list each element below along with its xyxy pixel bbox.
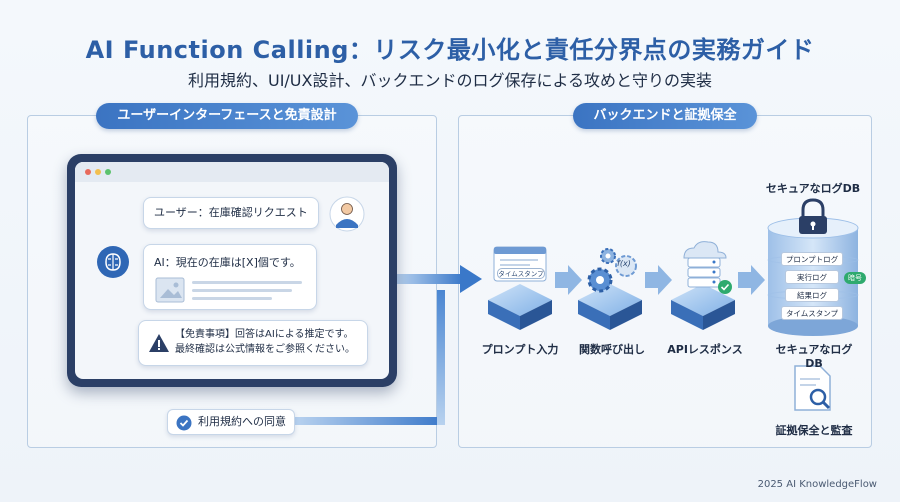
step-arrow-3 bbox=[738, 265, 765, 295]
tablet-to-backend-arrow-body bbox=[397, 274, 463, 284]
db-row-timestamp: タイムスタンプ bbox=[781, 306, 843, 320]
step-arrow-1 bbox=[555, 265, 582, 295]
ai-message-bubble: AI：現在の在庫は[X]個です。 bbox=[143, 244, 317, 310]
warning-icon bbox=[149, 334, 169, 352]
db-row-prompt-log: プロンプトログ bbox=[781, 252, 843, 266]
ai-message-text: AI：現在の在庫は[X]個です。 bbox=[154, 256, 301, 269]
db-row-result-log: 結果ログ bbox=[785, 288, 839, 302]
close-dot-icon[interactable] bbox=[85, 169, 91, 175]
db-top-label: セキュアなログDB bbox=[765, 182, 861, 195]
audit-label: 証拠保全と監査 bbox=[775, 424, 853, 437]
tablet-to-backend-arrow-head bbox=[460, 265, 482, 293]
window-title-bar bbox=[75, 162, 389, 182]
image-placeholder-icon bbox=[155, 277, 302, 303]
page-subtitle: 利用規約、UI/UX設計、バックエンドのログ保存による攻めと守りの実装 bbox=[187, 71, 712, 90]
disclaimer-line-1: 【免責事項】回答はAIによる推定です。 bbox=[175, 329, 354, 340]
user-message-bubble: ユーザー：在庫確認リクエスト bbox=[143, 197, 319, 229]
step-arrow-2 bbox=[645, 265, 672, 295]
step-label-api: APIレスポンス bbox=[667, 343, 743, 356]
step-label-prompt: プロンプト入力 bbox=[481, 343, 559, 356]
terms-consent-checkbox[interactable]: 利用規約への同意 bbox=[167, 409, 295, 435]
prompt-server-icon bbox=[488, 246, 552, 330]
backend-panel-label: バックエンドと証拠保全 bbox=[573, 103, 757, 129]
maximize-dot-icon[interactable] bbox=[105, 169, 111, 175]
consent-label: 利用規約への同意 bbox=[198, 415, 286, 428]
check-circle-icon bbox=[176, 415, 192, 431]
user-message-text: ユーザー：在庫確認リクエスト bbox=[154, 206, 308, 219]
disclaimer-box: 【免責事項】回答はAIによる推定です。 最終確認は公式情報をご参照ください。 bbox=[138, 320, 368, 366]
db-row-exec-log: 実行ログ bbox=[785, 270, 839, 284]
footer-copyright: 2025 AI KnowledgeFlow bbox=[757, 479, 877, 490]
audit-document-icon bbox=[794, 365, 831, 411]
step-label-db: セキュアなログDB bbox=[775, 343, 853, 370]
function-fx-label: f(x) bbox=[617, 259, 631, 268]
lock-icon bbox=[799, 198, 827, 234]
encrypted-badge: 暗号 bbox=[844, 272, 866, 284]
ui-panel-label: ユーザーインターフェースと免責設計 bbox=[96, 103, 358, 129]
minimize-dot-icon[interactable] bbox=[95, 169, 101, 175]
consent-arrow-vertical bbox=[437, 290, 445, 425]
page-title: AI Function Calling：リスク最小化と責任分界点の実務ガイド bbox=[85, 36, 815, 64]
step-label-function: 関数呼び出し bbox=[579, 343, 645, 356]
timestamp-chip: タイムスタンプ bbox=[497, 268, 545, 279]
api-cloud-server-icon bbox=[671, 241, 735, 330]
consent-arrow-horizontal bbox=[295, 417, 445, 425]
disclaimer-line-2: 最終確認は公式情報をご参照ください。 bbox=[175, 344, 355, 355]
function-gears-icon bbox=[578, 248, 642, 330]
